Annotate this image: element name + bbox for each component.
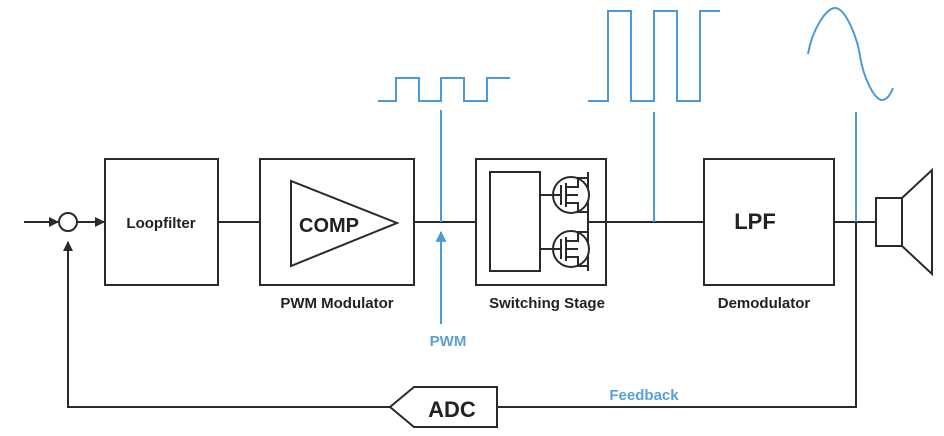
power-transistors — [540, 172, 606, 271]
adc-to-junction-wire — [63, 241, 390, 408]
comparator-triangle — [290, 179, 400, 268]
demodulator-caption: Demodulator — [718, 295, 811, 312]
feedback-label: Feedback — [609, 387, 679, 404]
sine-waveform — [807, 6, 894, 102]
summing-junction — [58, 212, 78, 232]
pwm-waveform — [378, 77, 510, 102]
pwm-signal-label: PWM — [430, 333, 467, 350]
signal-path — [24, 212, 876, 408]
signal-waveforms — [378, 6, 894, 324]
loopfilter-label: Loopfilter — [126, 215, 195, 232]
lpf-label: LPF — [734, 209, 776, 234]
switching-stage-caption: Switching Stage — [489, 295, 605, 312]
adc-label: ADC — [428, 397, 476, 422]
pwm-modulator-caption: PWM Modulator — [280, 295, 393, 312]
feedback-return-wire — [497, 222, 857, 408]
gate-driver-box — [489, 171, 541, 272]
comparator-label: COMP — [299, 215, 359, 237]
adc-block — [388, 386, 498, 428]
loopfilter-block — [104, 158, 219, 286]
switching-waveform — [588, 10, 720, 102]
speaker-icon — [875, 167, 933, 277]
demodulator-block — [703, 158, 835, 286]
